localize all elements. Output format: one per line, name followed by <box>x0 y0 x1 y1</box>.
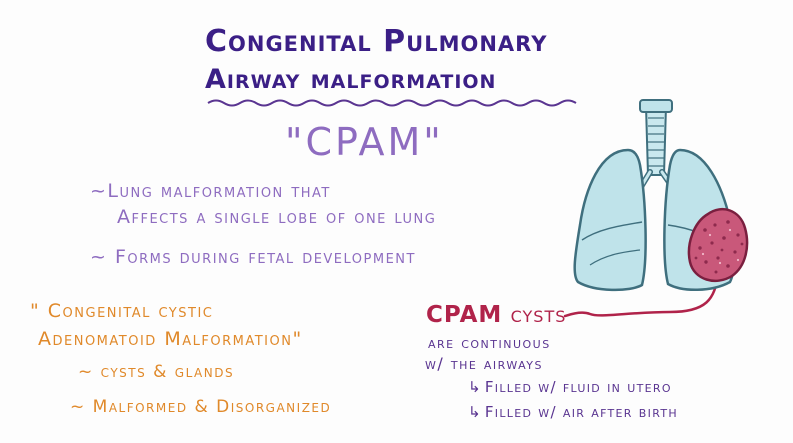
turn-arrow-icon: ↳ <box>468 378 482 396</box>
cysts-note-line-1: are continuous <box>428 333 551 352</box>
cyst-connector-line <box>563 270 720 318</box>
definition-bullet-1-line-1: ~Lung malformation that <box>90 180 331 202</box>
cysts-note-filled-2: ↳Filled w/ air after birth <box>468 403 678 421</box>
cpam-cyst-icon <box>687 208 749 282</box>
cysts-note-title: CPAM cysts <box>426 302 566 328</box>
cysts-note-filled-1-text: Filled w/ fluid in utero <box>484 378 672 396</box>
left-lung-icon <box>573 148 647 292</box>
cysts-note-title-bold: CPAM <box>426 302 503 328</box>
cysts-note-filled-1: ↳Filled w/ fluid in utero <box>468 378 672 396</box>
definition-bullet-1-line-2: Affects a single lobe of one lung <box>117 206 437 228</box>
cysts-note-filled-2-text: Filled w/ air after birth <box>484 403 678 421</box>
cysts-note-line-2: w/ the airways <box>425 354 543 373</box>
alternate-name-sub-1: ~ cysts & glands <box>78 362 235 382</box>
alternate-name-line-1: " Congenital cystic <box>30 300 214 322</box>
alternate-name-line-2: Adenomatoid Malformation" <box>38 328 303 350</box>
abbreviation: "CPAM" <box>285 120 444 164</box>
title-underline <box>207 99 577 107</box>
title-line-2: Airway malformation <box>205 64 497 95</box>
turn-arrow-icon: ↳ <box>468 403 482 421</box>
cysts-note-title-rest: cysts <box>502 302 567 328</box>
title-line-1: Congenital Pulmonary <box>205 24 548 59</box>
alternate-name-sub-2: ~ Malformed & Disorganized <box>70 397 332 417</box>
definition-bullet-2: ~ Forms during fetal development <box>90 246 416 268</box>
